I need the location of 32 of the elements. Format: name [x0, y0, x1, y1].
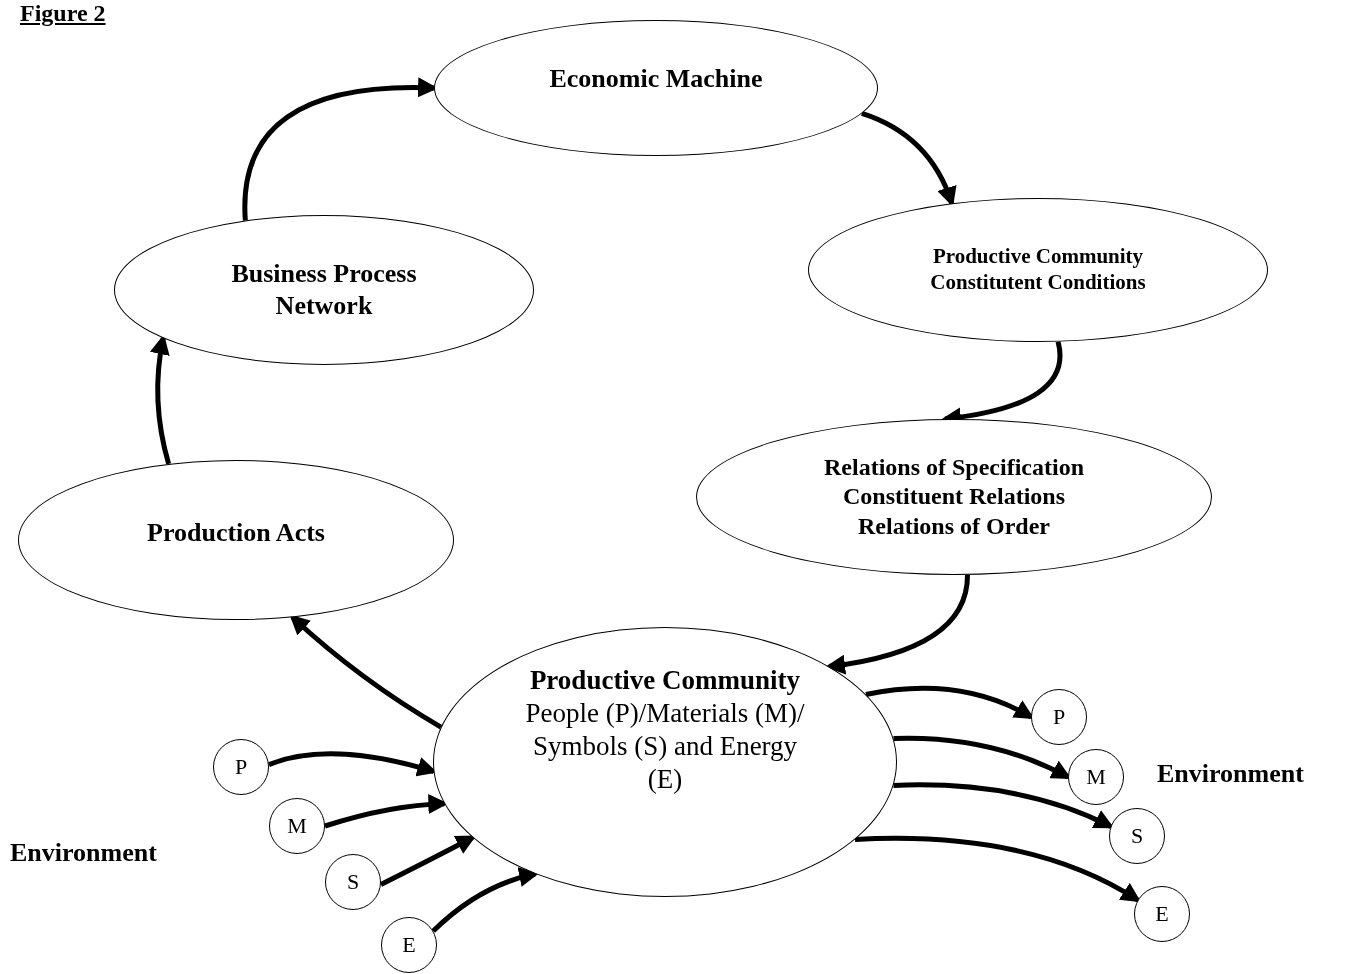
node-text: P	[1052, 703, 1066, 731]
node-text: P	[234, 753, 248, 781]
node-text: Productive Community	[932, 244, 1144, 270]
letter-circle	[1031, 689, 1087, 745]
node-text: Relations of Specification	[824, 453, 1084, 483]
node-text: Relations of Order	[858, 511, 1050, 541]
node-text: E	[1155, 900, 1169, 928]
node-text: M	[287, 812, 307, 840]
letter-circle	[269, 798, 325, 854]
letter-circle	[1134, 886, 1190, 942]
node-text: Productive Community	[529, 664, 801, 697]
node-text: S	[1130, 822, 1144, 850]
environment-label: Environment	[1157, 759, 1304, 789]
figure-title: Figure 2	[20, 0, 106, 27]
curved-arrow	[379, 835, 477, 887]
node-text: Business Process Network	[230, 258, 418, 322]
node-text: Production Acts	[147, 517, 325, 549]
node-text: E	[402, 931, 416, 959]
curved-arrow	[289, 614, 443, 730]
letter-circle	[381, 917, 437, 973]
letter-circle	[1109, 808, 1165, 864]
letter-circle	[213, 739, 269, 795]
node-text: Economic Machine	[549, 63, 763, 95]
environment-label: Environment	[10, 838, 157, 868]
letter-circle	[325, 854, 381, 910]
letter-circle	[1068, 749, 1124, 805]
node-text: Constituent Relations	[843, 482, 1065, 512]
curved-arrow	[825, 574, 970, 675]
node-text: S	[346, 868, 360, 896]
node-text: M	[1086, 763, 1106, 791]
node-text: Constitutent Conditions	[930, 270, 1146, 296]
node-text: People (P)/Materials (M)/ Symbols (S) and Energy (E)	[524, 696, 806, 796]
